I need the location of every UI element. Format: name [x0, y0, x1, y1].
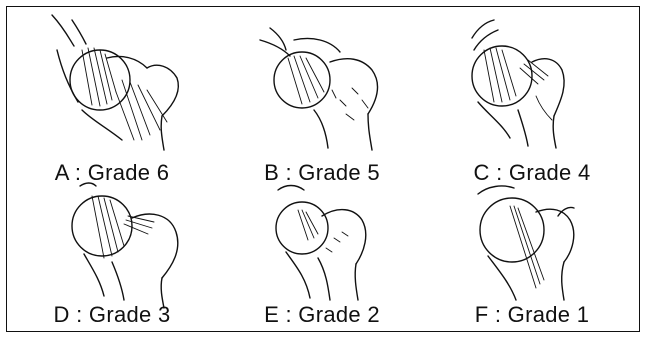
femur-drawing-grade-5 [222, 10, 422, 160]
panel-c: C : Grade 4 [432, 10, 632, 160]
panel-f: F : Grade 1 [432, 176, 632, 326]
femur-drawing-grade-4 [432, 10, 632, 160]
caption-grade-3: D : Grade 3 [12, 302, 212, 328]
panel-e: E : Grade 2 [222, 176, 422, 326]
caption-grade-1: F : Grade 1 [432, 302, 632, 328]
panel-b: B : Grade 5 [222, 10, 422, 160]
femur-drawing-grade-6 [12, 10, 212, 160]
panel-d: D : Grade 3 [12, 176, 212, 326]
panel-a: A : Grade 6 [12, 10, 212, 160]
caption-grade-2: E : Grade 2 [222, 302, 422, 328]
